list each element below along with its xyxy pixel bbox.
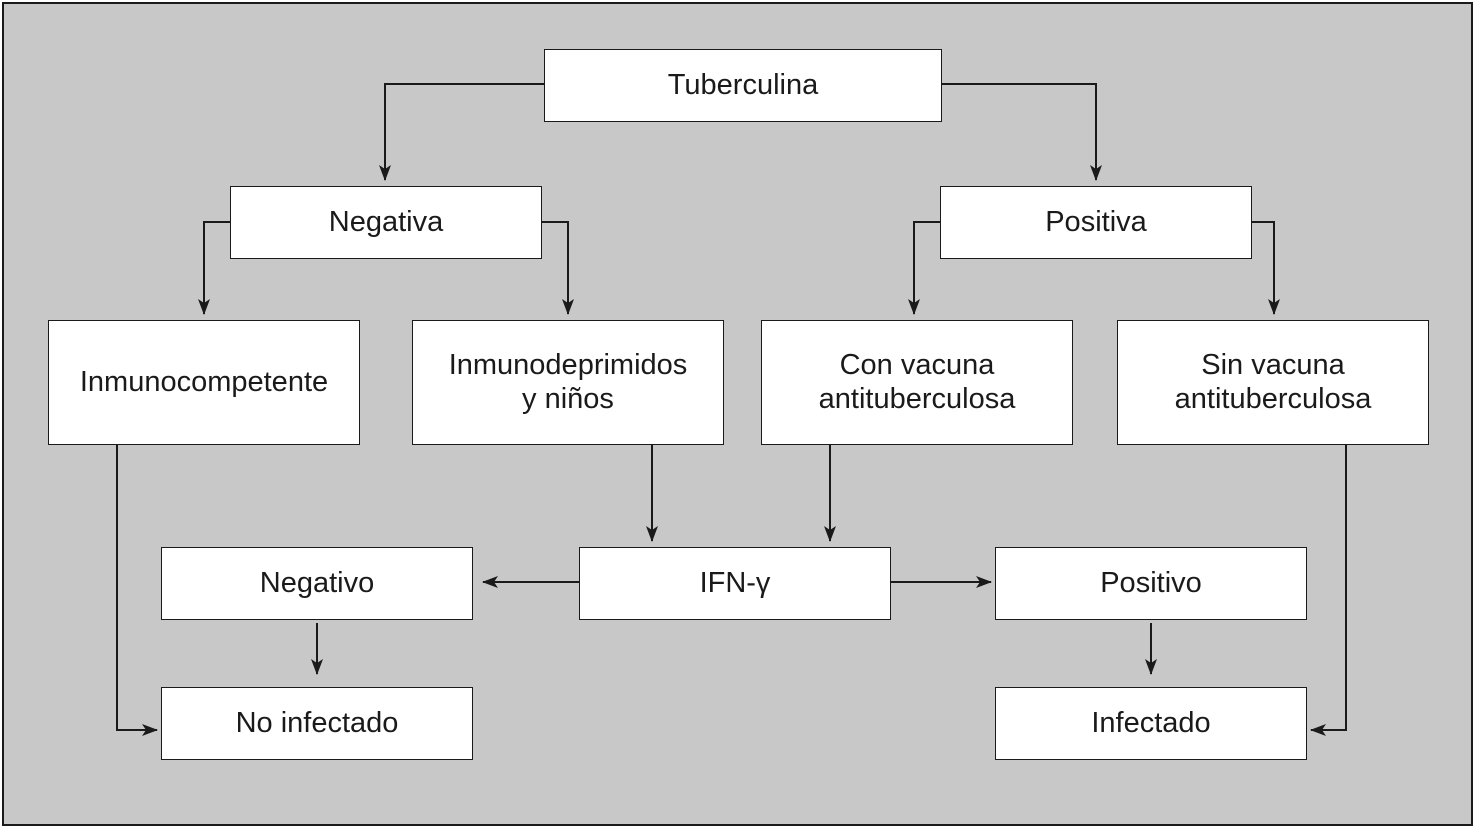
- node-label-tuberculina: Tuberculina: [667, 68, 819, 101]
- node-negativa: Negativa: [230, 186, 542, 259]
- edge-tuberculina-positiva: [942, 83, 1102, 181]
- node-label-infectado: Infectado: [1091, 706, 1211, 739]
- edge-positiva-con-vacuna: [908, 221, 940, 315]
- node-ifn: IFN-γ: [579, 547, 891, 620]
- edge-sin-vacuna-infectado: [1310, 445, 1347, 736]
- node-no-infectado: No infectado: [161, 687, 473, 760]
- node-infectado: Infectado: [995, 687, 1307, 760]
- node-label-inmunodeprimidos: Inmunodeprimidos y niños: [448, 349, 688, 415]
- node-tuberculina: Tuberculina: [544, 49, 942, 122]
- edge-tuberculina-negativa: [379, 83, 544, 181]
- edge-negativa-inmunodeprimidos: [542, 221, 574, 315]
- node-con-vacuna: Con vacuna antituberculosa: [761, 320, 1073, 445]
- node-negativo: Negativo: [161, 547, 473, 620]
- node-positiva: Positiva: [940, 186, 1252, 259]
- node-inmunodeprimidos: Inmunodeprimidos y niños: [412, 320, 724, 445]
- node-positivo: Positivo: [995, 547, 1307, 620]
- edge-positiva-sin-vacuna: [1252, 221, 1280, 315]
- edge-negativa-inmunocompetente: [198, 221, 230, 315]
- node-label-positivo: Positivo: [1100, 566, 1202, 599]
- node-label-ifn: IFN-γ: [699, 566, 771, 599]
- node-label-con-vacuna: Con vacuna antituberculosa: [818, 349, 1016, 415]
- node-label-sin-vacuna: Sin vacuna antituberculosa: [1174, 349, 1372, 415]
- node-label-positiva: Positiva: [1045, 205, 1147, 238]
- node-label-no-infectado: No infectado: [235, 706, 399, 739]
- node-inmunocompetente: Inmunocompetente: [48, 320, 360, 445]
- node-label-inmunocompetente: Inmunocompetente: [79, 365, 329, 398]
- node-sin-vacuna: Sin vacuna antituberculosa: [1117, 320, 1429, 445]
- edge-inmunocompetente-no-infectado: [116, 445, 158, 736]
- node-label-negativa: Negativa: [328, 205, 444, 238]
- node-label-negativo: Negativo: [259, 566, 375, 599]
